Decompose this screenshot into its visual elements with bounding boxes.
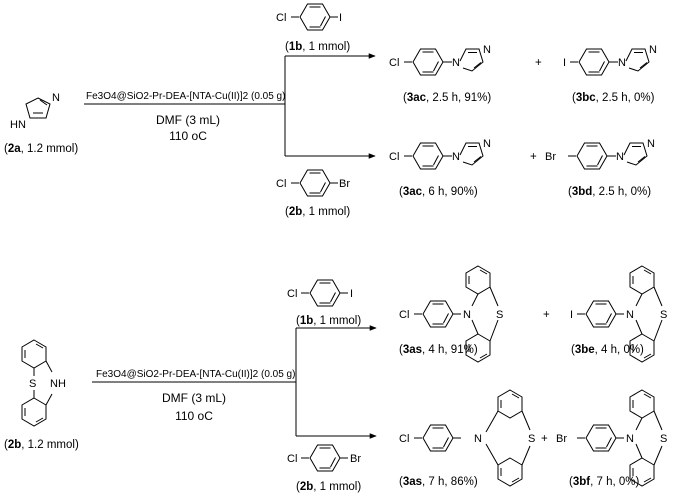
product-3ac-top-label: (3ac, 2.5 h, 91%) bbox=[403, 92, 491, 104]
product-3bc-n1: N bbox=[618, 57, 626, 69]
top-halide-1 bbox=[291, 3, 338, 31]
bottom-halide-1-label: (2b, 1 mmol) bbox=[285, 206, 350, 218]
reactant-imidazole bbox=[25, 97, 51, 119]
plus-sign-4: + bbox=[541, 433, 548, 445]
solvent-2: DMF (3 mL) bbox=[162, 391, 226, 405]
bottom-halide-2 bbox=[301, 444, 348, 472]
bottom-halide-2-br: Br bbox=[350, 453, 361, 465]
top-halide-2-label: (1b, 1 mmol) bbox=[296, 315, 361, 327]
product-3as-top bbox=[414, 265, 499, 363]
product-3be-n: N bbox=[626, 309, 634, 321]
plus-sign-3: + bbox=[543, 309, 550, 321]
product-3ac-bottom-n1: N bbox=[452, 151, 460, 163]
catalyst-2: Fe3O4@SiO2-Pr-DEA-[NTA-Cu(II)]2 (0.05 g) bbox=[96, 369, 295, 380]
product-3as-top-label: (3as, 4 h, 91%) bbox=[399, 344, 478, 356]
product-3bd-n3: N bbox=[647, 138, 655, 150]
product-3bd-label: (3bd, 2.5 h, 0%) bbox=[568, 186, 651, 198]
product-3bf-br: Br bbox=[556, 433, 567, 445]
product-3ac-top-n3: N bbox=[483, 44, 491, 56]
product-3ac-top-n1: N bbox=[452, 57, 460, 69]
product-3bc-i: I bbox=[563, 57, 566, 69]
top-halide-1-label: (1b, 1 mmol) bbox=[285, 41, 350, 53]
product-3as-bottom-n: N bbox=[474, 433, 482, 445]
plus-sign-1: + bbox=[535, 57, 542, 69]
bottom-halide-1 bbox=[291, 169, 338, 197]
product-3as-bottom-cl: Cl bbox=[399, 433, 409, 445]
product-3bf-n: N bbox=[626, 433, 634, 445]
product-3as-top-cl: Cl bbox=[399, 309, 409, 321]
temperature-1: 110 oC bbox=[169, 129, 207, 143]
product-3ac-bottom-cl: Cl bbox=[389, 151, 399, 163]
top-halide-2-i: I bbox=[350, 288, 353, 300]
imidazole-hn-atom: HN bbox=[10, 119, 26, 131]
product-3ac-bottom-n3: N bbox=[483, 138, 491, 150]
product-3ac-bottom bbox=[404, 142, 484, 170]
product-3as-top-s: S bbox=[496, 309, 503, 321]
temperature-2: 110 oC bbox=[175, 409, 213, 423]
reactant-2a-label: (2a, 1.2 mmol) bbox=[4, 143, 78, 155]
imidazole-n-atom: N bbox=[52, 92, 60, 104]
bottom-halide-2-label: (2b, 1 mmol) bbox=[296, 481, 361, 493]
top-halide-1-i: I bbox=[339, 12, 342, 24]
product-3bc-n3: N bbox=[649, 44, 657, 56]
catalyst-1: Fe3O4@SiO2-Pr-DEA-[NTA-Cu(II)]2 (0.05 g) bbox=[86, 91, 285, 102]
product-3as-bottom-label: (3as, 7 h, 86%) bbox=[399, 476, 478, 488]
product-3bd-br: Br bbox=[545, 151, 556, 163]
product-3bf bbox=[577, 389, 663, 487]
product-3bf-s: S bbox=[660, 433, 667, 445]
product-3bc bbox=[570, 48, 650, 76]
product-3as-top-n: N bbox=[463, 309, 471, 321]
product-3be-label: (3be, 4 h, 0%) bbox=[571, 344, 644, 356]
top-halide-2-cl: Cl bbox=[287, 288, 297, 300]
product-3bc-label: (3bc, 2.5 h, 0%) bbox=[572, 92, 655, 104]
product-3bf-label: (3bf, 7 h, 0%) bbox=[569, 476, 639, 488]
product-3as-bottom bbox=[414, 389, 531, 487]
product-3be-s: S bbox=[660, 309, 667, 321]
bottom-halide-1-br: Br bbox=[339, 178, 350, 190]
top-halide-2 bbox=[301, 279, 348, 307]
phenothiazine-nh-atom: NH bbox=[50, 378, 66, 390]
product-3as-bottom-s: S bbox=[528, 433, 535, 445]
bottom-halide-2-cl: Cl bbox=[287, 453, 297, 465]
plus-sign-2: + bbox=[530, 151, 537, 163]
solvent-1: DMF (3 mL) bbox=[156, 113, 220, 127]
bottom-halide-1-cl: Cl bbox=[276, 178, 286, 190]
product-3ac-top bbox=[404, 48, 484, 76]
product-3be-i: I bbox=[570, 309, 573, 321]
phenothiazine-s-atom: S bbox=[29, 378, 36, 390]
product-3be bbox=[577, 265, 663, 363]
reactant-2b-label: (2b, 1.2 mmol) bbox=[4, 439, 79, 451]
product-3ac-bottom-label: (3ac, 6 h, 90%) bbox=[399, 186, 478, 198]
product-3ac-top-cl: Cl bbox=[389, 57, 399, 69]
product-3bd-n1: N bbox=[616, 151, 624, 163]
product-3bd bbox=[568, 142, 648, 170]
top-halide-1-cl: Cl bbox=[276, 12, 286, 24]
reactant-phenothiazine bbox=[21, 339, 53, 427]
